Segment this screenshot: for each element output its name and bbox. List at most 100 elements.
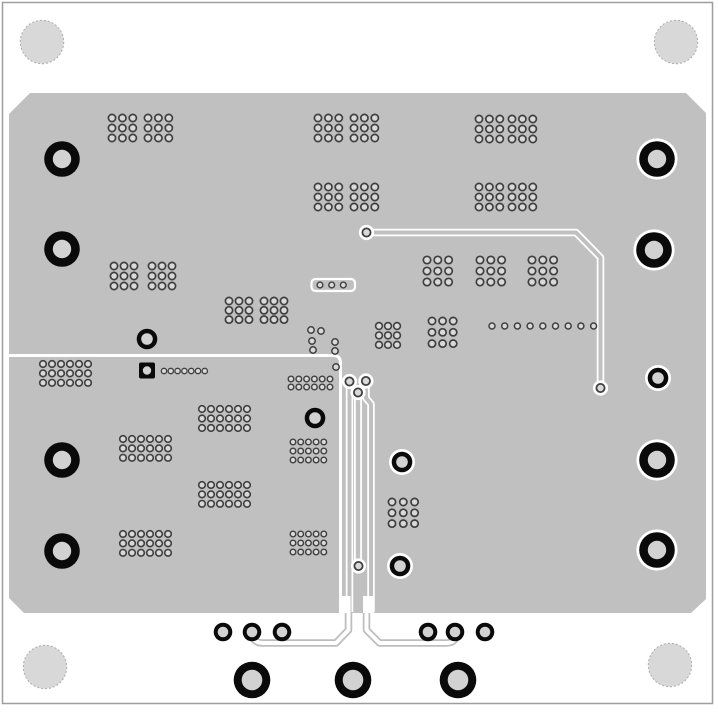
via-grid-via [507, 124, 517, 134]
via-grid-via [224, 315, 234, 325]
via-grid-via [143, 113, 153, 123]
trace-outline-core [364, 382, 373, 612]
via-grid-via [359, 182, 369, 192]
via-grid-via [118, 434, 128, 444]
component-pad [316, 281, 324, 289]
via-grid-via [387, 497, 397, 507]
via-grid-via [163, 453, 173, 462]
via-grid-via [181, 367, 188, 375]
board-edge-slot [363, 596, 374, 614]
via-grid-via [127, 548, 137, 557]
via-grid-via [323, 202, 333, 212]
via-grid-via [259, 296, 269, 306]
via-grid-via [297, 456, 305, 464]
via-grid-via [224, 305, 234, 315]
via-grid-via [233, 414, 243, 423]
via-grid-via [410, 519, 420, 529]
plated-hole-bore [141, 333, 153, 345]
via-grid-via [392, 340, 402, 349]
via-grid-via [438, 327, 448, 337]
via-grid-via [242, 499, 252, 508]
mounting-hole-bore [647, 540, 667, 560]
via-grid-via [244, 296, 254, 306]
via-grid-via [507, 114, 517, 124]
via-grid-via [143, 133, 153, 143]
via-grid-via [206, 404, 216, 414]
mounting-hole-bore [52, 541, 72, 561]
via-grid-via [269, 296, 279, 306]
via-grid-via [127, 453, 137, 462]
via-grid-via [349, 182, 359, 192]
via-grid-via [206, 499, 216, 508]
via-grid-via [538, 255, 548, 265]
via-grid-via [433, 255, 443, 265]
via-grid-via [297, 539, 305, 547]
via-grid-via [56, 378, 66, 387]
via-grid-via [475, 255, 485, 265]
via-grid-via [287, 383, 295, 391]
via-grid-via [495, 114, 505, 124]
via-grid-via [320, 456, 328, 464]
via-grid-via [427, 316, 437, 326]
via-grid-via [484, 134, 494, 144]
via-grid-via [206, 490, 216, 499]
mounting-hole-bore [52, 149, 72, 169]
via-grid-via [119, 281, 129, 291]
trace-end-via [595, 382, 606, 393]
via-grid-via [374, 321, 384, 331]
scattered-via [332, 363, 340, 371]
component-pad [328, 281, 336, 289]
via-grid-via [334, 182, 344, 192]
via-grid-via [234, 305, 244, 315]
via-grid-via [392, 331, 402, 340]
via-grid-via [233, 423, 243, 433]
via-grid-via [383, 331, 393, 340]
via-grid-via [107, 133, 117, 143]
via-grid-via [242, 490, 252, 499]
via-grid-via [370, 123, 380, 133]
via-grid-via [154, 453, 164, 462]
via-grid-via [495, 182, 505, 192]
via-grid-via [334, 202, 344, 212]
via-grid-via [242, 404, 252, 414]
via-grid-via [109, 271, 119, 281]
via-grid-via [474, 202, 484, 212]
via-grid-via [528, 192, 538, 202]
via-grid-via [154, 529, 164, 539]
via-grid-via [303, 375, 311, 383]
via-grid-via [289, 539, 297, 547]
via-grid-via [370, 192, 380, 202]
via-grid-via [374, 340, 384, 349]
via-grid-via [484, 124, 494, 134]
via-grid-via [154, 434, 164, 444]
via-grid-via [312, 438, 320, 446]
via-grid-via [197, 404, 207, 414]
via-grid-via [167, 281, 177, 291]
via-grid-via [313, 202, 323, 212]
via-grid-via [422, 277, 432, 287]
via-grid-via [528, 202, 538, 212]
via-grid-via [145, 539, 155, 548]
via-grid-via [359, 202, 369, 212]
via-grid-via [589, 322, 598, 330]
via-grid-via [289, 447, 297, 455]
via-grid-via [448, 339, 458, 349]
via-grid-via [107, 123, 117, 133]
via-grid-via [383, 321, 393, 331]
via-grid-via [422, 266, 432, 276]
connector-pad-large-bore [241, 669, 263, 691]
via-grid-via [147, 271, 157, 281]
via-grid-via [187, 367, 195, 375]
via-grid-via [163, 529, 173, 539]
via-grid-via [136, 453, 146, 462]
via-grid-via [74, 359, 84, 369]
via-grid-via [47, 378, 57, 387]
via-grid-via [244, 315, 254, 325]
via-grid-via [474, 114, 484, 124]
via-grid-via [147, 261, 157, 271]
via-grid-via [38, 369, 48, 378]
via-grid-via [109, 261, 119, 271]
via-grid-via [201, 367, 209, 375]
scattered-via [308, 337, 316, 345]
